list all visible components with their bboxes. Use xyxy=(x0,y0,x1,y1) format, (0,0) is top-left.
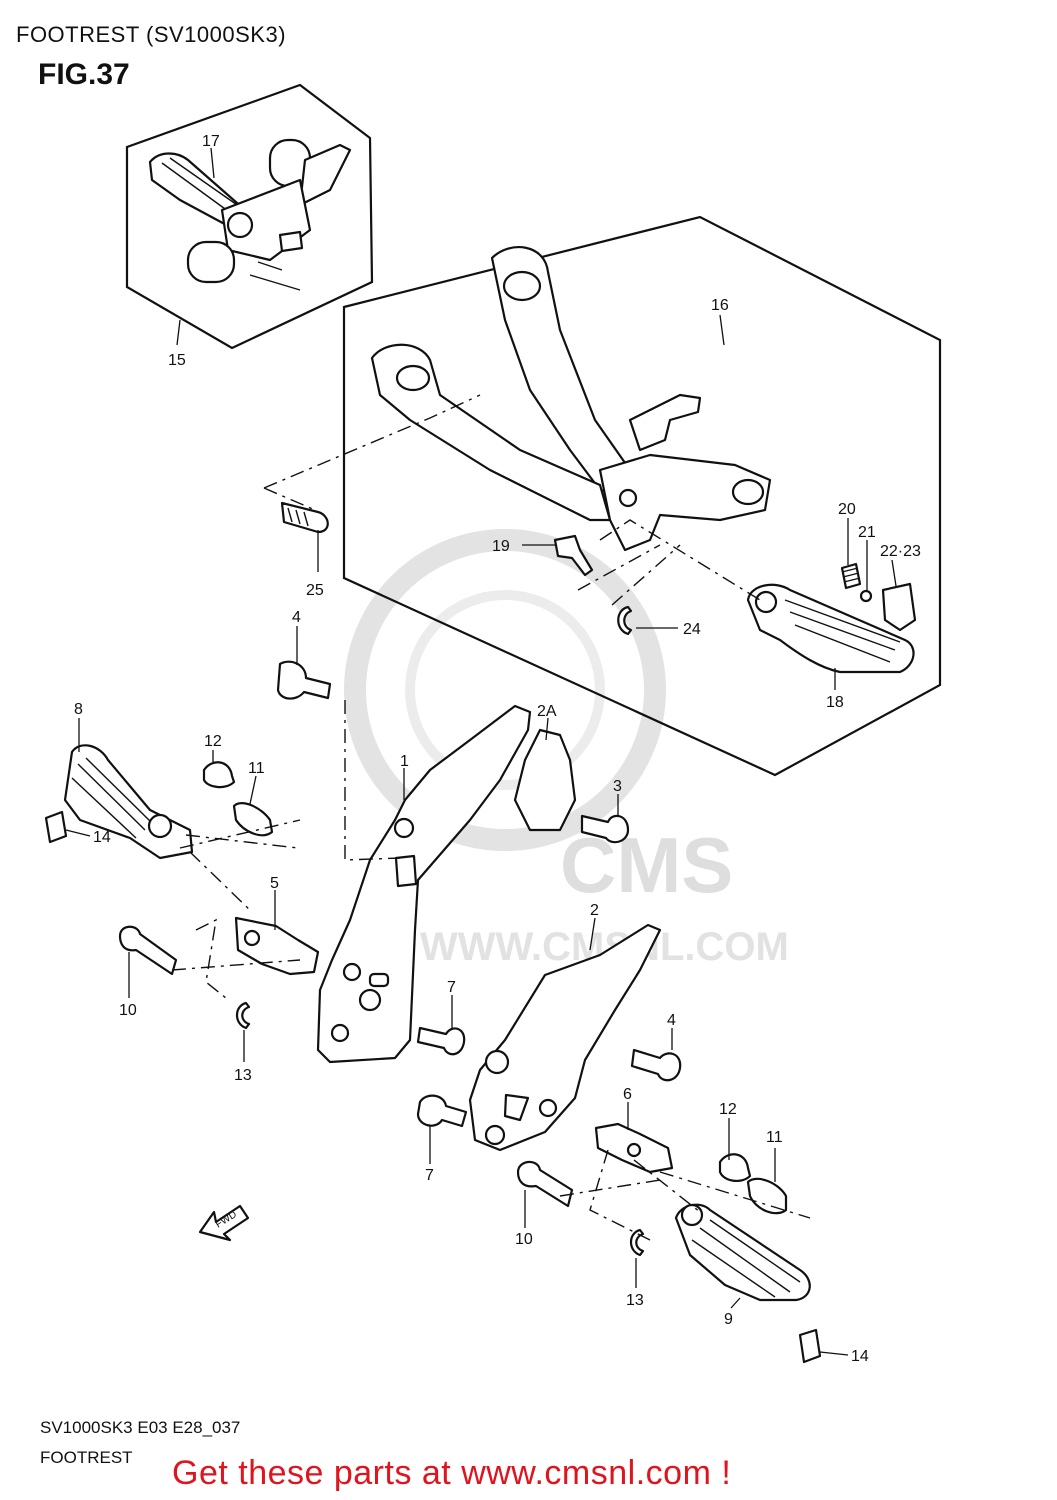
callout-25: 25 xyxy=(306,582,324,599)
callout-6: 6 xyxy=(623,1086,632,1103)
callout-7-lower: 7 xyxy=(425,1167,434,1184)
part-17-footrest-assembly xyxy=(148,138,352,291)
callout-15: 15 xyxy=(168,352,186,369)
callout-24: 24 xyxy=(683,621,701,638)
watermark-logo-inner xyxy=(405,590,605,790)
callout-19: 19 xyxy=(492,538,510,555)
part-13-clip-right xyxy=(629,1228,645,1257)
callout-1: 1 xyxy=(400,753,409,770)
part-14-bolt-left xyxy=(44,810,68,844)
part-19-pin xyxy=(553,534,594,577)
bolts xyxy=(276,660,682,1128)
footer-label: FOOTREST xyxy=(40,1448,133,1467)
callout-4-lower: 4 xyxy=(667,1012,676,1029)
part-1-left-bracket xyxy=(316,704,532,1064)
callout-10-right: 10 xyxy=(515,1231,533,1248)
callout-2: 2 xyxy=(590,902,599,919)
part-16-bracket xyxy=(370,245,772,552)
page-title: FOOTREST (SV1000SK3) xyxy=(16,22,287,47)
assembly-box-15 xyxy=(125,83,374,350)
callout-11-left: 11 xyxy=(248,760,265,777)
callout-3: 3 xyxy=(613,778,622,795)
callout-5: 5 xyxy=(270,875,279,892)
part-8-left-footpeg xyxy=(44,744,194,860)
callout-9: 9 xyxy=(724,1311,733,1328)
callout-12-left: 12 xyxy=(204,733,222,750)
callout-4-upper: 4 xyxy=(292,609,301,626)
bolt-4-upper xyxy=(276,660,332,700)
watermark-logo-ring xyxy=(344,529,666,851)
part-22-23-plate xyxy=(881,582,917,632)
part-12-spring-left xyxy=(202,761,236,789)
callout-22-23: 22·23 xyxy=(880,543,921,560)
leader-lines xyxy=(65,147,897,1356)
callout-18: 18 xyxy=(826,694,844,711)
callout-14-left: 14 xyxy=(93,829,111,846)
watermark: CMS WWW.CMSNL.COM xyxy=(344,529,789,969)
callout-8: 8 xyxy=(74,701,83,718)
callout-14-right: 14 xyxy=(851,1348,869,1365)
assembly-lines xyxy=(171,394,811,1241)
callout-20: 20 xyxy=(838,501,856,518)
callout-21: 21 xyxy=(858,524,876,541)
part-12-spring-right xyxy=(718,1153,752,1182)
watermark-brand: CMS xyxy=(560,821,733,909)
part-10-pin-left xyxy=(118,925,178,976)
part-2-right-bracket xyxy=(468,923,662,1152)
bolt-3 xyxy=(580,814,630,844)
assembly-box-16 xyxy=(342,215,942,777)
right-side-small-parts xyxy=(516,1122,788,1257)
callout-17: 17 xyxy=(202,133,220,150)
figure-number: FIG.37 xyxy=(38,58,130,91)
callout-11-right: 11 xyxy=(766,1129,783,1146)
part-21-ball xyxy=(859,589,873,603)
callout-12-right: 12 xyxy=(719,1101,737,1118)
part-24-clip xyxy=(617,605,633,636)
diagram-code: SV1000SK3 E03 E28_037 xyxy=(40,1418,241,1437)
bolt-7-upper xyxy=(416,1026,466,1056)
promo-link[interactable]: Get these parts at www.cmsnl.com ! xyxy=(172,1454,732,1492)
part-2a-heel-guard xyxy=(513,728,577,832)
part-10-pin-right xyxy=(516,1160,574,1208)
callout-2a: 2A xyxy=(537,703,557,720)
small-parts-upper xyxy=(280,501,917,636)
bolt-4-lower xyxy=(630,1048,682,1082)
callout-10-left: 10 xyxy=(119,1002,137,1019)
part-9-right-footpeg xyxy=(674,1203,822,1364)
part-11-damper-right xyxy=(746,1177,788,1215)
fwd-direction-arrow: FWD xyxy=(198,1204,250,1242)
callout-13-right: 13 xyxy=(626,1292,644,1309)
callout-16: 16 xyxy=(711,297,729,314)
part-18-rear-footpeg xyxy=(746,583,915,674)
callout-7-upper: 7 xyxy=(447,979,456,996)
left-side-small-parts xyxy=(118,761,320,1030)
part-13-clip-left xyxy=(235,1001,251,1030)
part-14-bolt-right xyxy=(798,1328,822,1364)
bolt-7-lower xyxy=(416,1094,468,1128)
callout-13-left: 13 xyxy=(234,1067,252,1084)
callouts: 17 15 16 25 19 20 21 22·23 24 18 4 8 12 … xyxy=(74,133,921,1365)
part-11-damper-left xyxy=(232,802,274,837)
part-5-pivot xyxy=(234,916,320,976)
